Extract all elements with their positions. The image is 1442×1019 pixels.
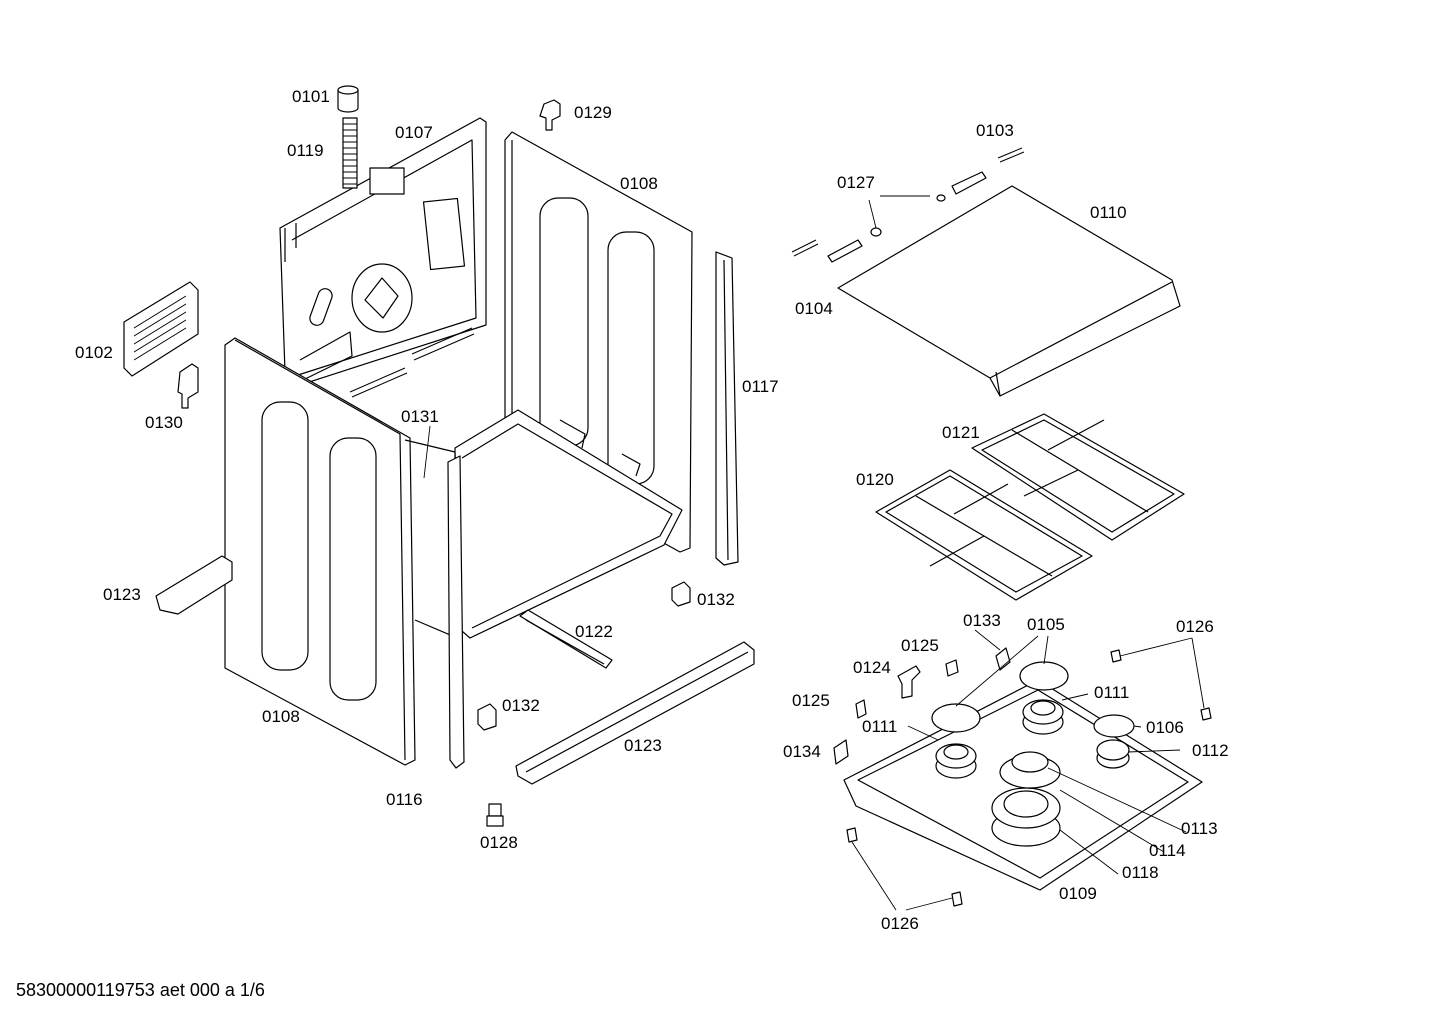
cap-0105-right-part — [1019, 661, 1069, 691]
clip-0132-lower-part — [477, 703, 497, 731]
clip-0125-lower-part — [855, 699, 867, 719]
part-label-0126-bottom: 0126 — [881, 914, 919, 933]
part-label-0108-front: 0108 — [262, 707, 300, 726]
part-label-0128: 0128 — [480, 833, 518, 852]
pan-support-0120-part — [875, 469, 1093, 601]
hinge-0104-part — [791, 239, 863, 263]
part-label-0117: 0117 — [742, 377, 779, 396]
burner-0113-part — [999, 751, 1061, 789]
document-code: 58300000119753 aet 000 a 1/6 — [16, 980, 265, 1000]
clip-0126-a-part — [1110, 649, 1122, 663]
back-wall-part — [279, 117, 487, 398]
part-label-0112: 0112 — [1192, 741, 1229, 760]
front-strip-part — [447, 455, 465, 769]
part-label-0111-left: 0111 — [862, 717, 897, 736]
rail-0122-part — [519, 609, 613, 669]
part-label-0105: 0105 — [1027, 615, 1065, 634]
part-label-0131: 0131 — [401, 407, 439, 426]
terminal-panel-part — [123, 281, 199, 377]
clip-0126-c-part — [846, 827, 858, 843]
part-label-0109: 0109 — [1059, 884, 1097, 903]
part-label-0125-upper: 0125 — [901, 636, 939, 655]
side-strip-part — [715, 251, 739, 566]
bush-0127-a-part — [936, 194, 946, 202]
profile-0123-bottom-part — [515, 641, 755, 785]
part-label-0129: 0129 — [574, 103, 612, 122]
part-label-0124: 0124 — [853, 658, 891, 677]
part-label-0123-left: 0123 — [103, 585, 141, 604]
part-label-0102: 0102 — [75, 343, 113, 362]
part-label-0123-bottom: 0123 — [624, 736, 662, 755]
part-label-0120: 0120 — [856, 470, 894, 489]
clip-0124-part — [897, 665, 921, 699]
part-label-0119: 0119 — [287, 141, 324, 160]
part-label-0132-lower: 0132 — [502, 696, 540, 715]
part-label-0103: 0103 — [976, 121, 1014, 140]
part-label-0133: 0133 — [963, 611, 1001, 630]
vent-cap-part — [337, 85, 359, 113]
clip-0125-upper-part — [945, 659, 959, 677]
clip-0132-upper-part — [671, 581, 691, 607]
bracket-0129-part — [539, 99, 561, 131]
bush-0127-b-part — [870, 227, 882, 237]
lid-part — [837, 185, 1181, 397]
part-label-0101: 0101 — [292, 87, 330, 106]
vent-tube-part — [342, 117, 358, 189]
part-label-0108-back: 0108 — [620, 174, 658, 193]
cap-0106-part — [1093, 714, 1135, 738]
screw-0128-part — [486, 803, 504, 827]
pan-support-0121-part — [971, 413, 1185, 541]
part-label-0118: 0118 — [1122, 863, 1159, 882]
part-label-0113: 0113 — [1181, 819, 1218, 838]
cap-0105-left-part — [931, 703, 981, 733]
clip-0126-d-part — [951, 891, 963, 907]
part-label-0114: 0114 — [1149, 841, 1186, 860]
part-label-0111-right: 0111 — [1094, 683, 1129, 702]
part-label-0121: 0121 — [942, 423, 980, 442]
clip-0126-b-part — [1200, 707, 1212, 721]
bracket-0130-part — [177, 363, 199, 409]
part-label-0130: 0130 — [145, 413, 183, 432]
burner-0111-left-part — [935, 743, 977, 779]
hinge-0103-part — [951, 147, 1025, 195]
part-label-0106: 0106 — [1146, 718, 1184, 737]
part-label-0132-upper: 0132 — [697, 590, 735, 609]
side-wall-front-part — [224, 337, 463, 766]
part-label-0116: 0116 — [386, 790, 423, 809]
burner-0111-right-part — [1022, 699, 1064, 735]
part-label-0134: 0134 — [783, 742, 821, 761]
part-label-0122: 0122 — [575, 622, 613, 641]
burner-0118-part — [991, 787, 1061, 847]
part-label-0104: 0104 — [795, 299, 833, 318]
part-0133 — [995, 647, 1011, 671]
profile-0123-left-part — [155, 555, 233, 615]
part-label-0125-lower: 0125 — [792, 691, 830, 710]
part-label-0107: 0107 — [395, 123, 433, 142]
part-0134 — [833, 739, 849, 765]
burner-0112-part — [1096, 739, 1130, 769]
part-label-0126-top: 0126 — [1176, 617, 1214, 636]
part-label-0127: 0127 — [837, 173, 875, 192]
part-label-0110: 0110 — [1090, 203, 1127, 222]
leader-lines — [423, 195, 1205, 911]
